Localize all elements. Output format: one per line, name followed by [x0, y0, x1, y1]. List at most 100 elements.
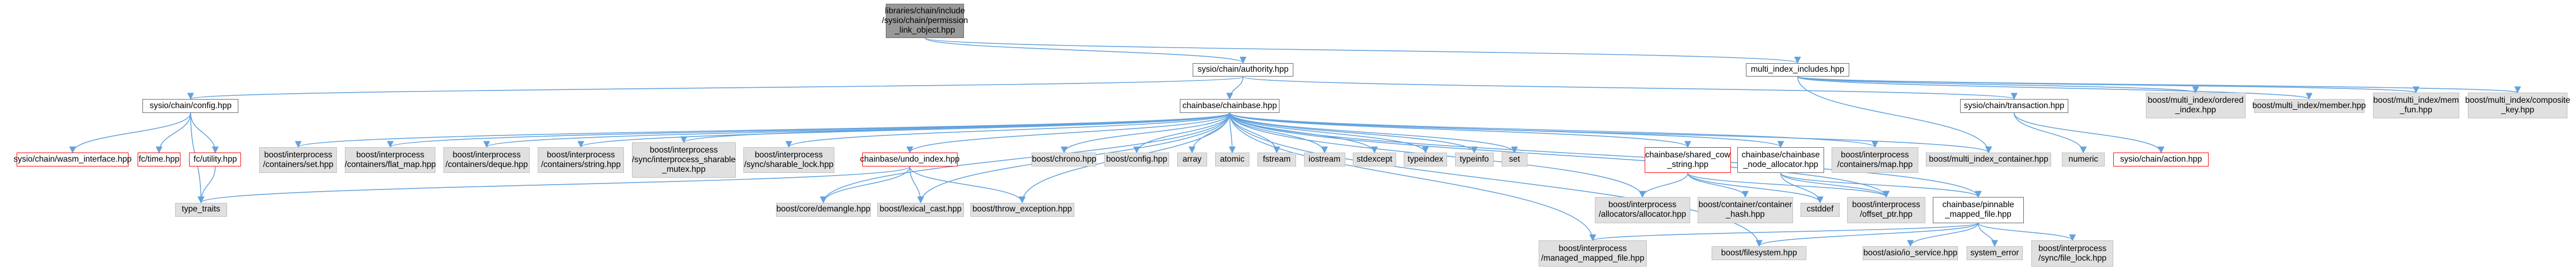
- node-typeinfo[interactable]: typeinfo: [1455, 153, 1494, 167]
- node-ip-sharable-lock[interactable]: boost/interprocess /sync/sharable_lock.h…: [743, 147, 834, 173]
- edge-chainbase-to-chrono: [1060, 112, 1230, 154]
- edge-multi_index_includes-to-member: [1797, 76, 2313, 100]
- edge-transaction-to-numeric: [2014, 112, 2087, 154]
- node-ip-sharable-mutex[interactable]: boost/interprocess /sync/interprocess_sh…: [631, 142, 736, 178]
- edge-chainbase-to-offset_ptr: [1229, 112, 1890, 198]
- edge-chainbase-to-boost_config: [1133, 112, 1230, 154]
- node-pinnable[interactable]: chainbase/pinnable _mapped_file.hpp: [1933, 197, 2024, 223]
- edge-node_allocator-to-cstddef: [1780, 173, 1824, 203]
- edge-chainbase-to-filesystem: [1229, 112, 1762, 247]
- node-stdexcept[interactable]: stdexcept: [1353, 153, 1396, 167]
- node-system-error[interactable]: system_error: [1967, 246, 2023, 260]
- node-shared-cow-string[interactable]: chainbase/shared_cow _string.hpp: [1644, 147, 1731, 173]
- node-cstddef[interactable]: cstddef: [1801, 202, 1840, 217]
- node-typeindex[interactable]: typeindex: [1404, 153, 1447, 167]
- edge-authority-to-transaction: [1242, 76, 2017, 100]
- node-node-allocator[interactable]: chainbase/chainbase _node_allocator.hpp: [1737, 147, 1824, 173]
- node-array[interactable]: array: [1177, 153, 1208, 167]
- node-type-traits[interactable]: type_traits: [175, 202, 227, 217]
- edge-chainbase-to-shared_cow_string: [1229, 112, 1691, 148]
- edge-multi_index_includes-to-composite_key: [1797, 76, 2521, 94]
- edge-chainbase-to-demangle: [820, 112, 1230, 203]
- edge-undo_index-to-throw_exception: [909, 166, 1026, 203]
- node-container-hash[interactable]: boost/container/container _hash.hpp: [1698, 197, 1793, 223]
- edge-chainbase-to-mi_container: [1229, 112, 1992, 154]
- node-ip-flat-map[interactable]: boost/interprocess /containers/flat_map.…: [345, 147, 436, 173]
- node-iostream[interactable]: iostream: [1304, 153, 1345, 167]
- edge-chainbase-to-atomic: [1229, 112, 1236, 154]
- node-ip-string[interactable]: boost/interprocess /containers/string.hp…: [537, 147, 624, 173]
- node-authority[interactable]: sysio/chain/authority.hpp: [1193, 63, 1293, 77]
- edge-node_allocator-to-offset_ptr: [1780, 172, 1890, 198]
- node-filesystem[interactable]: boost/filesystem.hpp: [1711, 246, 1807, 260]
- edge-chainbase-to-ip_sharable_mutex: [680, 112, 1230, 143]
- edge-transaction-to-action: [2014, 112, 2165, 154]
- edge-authority-to-chainbase: [1226, 77, 1244, 100]
- edge-fc_utility-to-type_traits: [197, 166, 216, 203]
- node-set[interactable]: set: [1501, 153, 1528, 167]
- node-config[interactable]: sysio/chain/config.hpp: [142, 98, 239, 113]
- edge-chainbase-to-managed_mapped: [1229, 112, 1596, 241]
- edge-multi_index_includes-to-mem_fun: [1797, 76, 2419, 94]
- edge-multi_index_includes-to-ordered_index: [1797, 76, 2199, 94]
- edge-config-to-wasm_interface: [69, 112, 191, 154]
- node-fstream[interactable]: fstream: [1257, 153, 1297, 167]
- edge-pinnable-to-system_error: [1978, 223, 1998, 247]
- edge-pinnable-to-file_lock: [1978, 223, 2076, 241]
- node-ordered-index[interactable]: boost/multi_index/ordered _index.hpp: [2145, 92, 2246, 119]
- edge-root-to-multi_index_includes: [924, 37, 1801, 64]
- edge-multi_index_includes-to-mi_container: [1797, 77, 1992, 154]
- edge-shared_cow_string-to-container_hash: [1687, 173, 1749, 198]
- node-fc-time[interactable]: fc/time.hpp: [137, 153, 181, 167]
- edge-root-to-authority: [924, 37, 1247, 64]
- node-ip-deque[interactable]: boost/interprocess /containers/deque.hpp: [443, 147, 530, 173]
- edge-shared_cow_string-to-cstddef: [1687, 173, 1824, 203]
- node-mem-fun[interactable]: boost/multi_index/mem _fun.hpp: [2372, 92, 2460, 119]
- edge-shared_cow_string-to-ip_allocator: [1639, 173, 1689, 198]
- edge-authority-to-config: [187, 76, 1244, 100]
- edge-undo_index-to-type_traits: [198, 166, 910, 203]
- edge-undo_index-to-lexical_cast: [909, 166, 924, 203]
- node-throw-exception[interactable]: boost/throw_exception.hpp: [970, 202, 1074, 217]
- node-chainbase[interactable]: chainbase/chainbase.hpp: [1180, 98, 1279, 113]
- node-chrono[interactable]: boost/chrono.hpp: [1031, 153, 1097, 167]
- node-ip-set[interactable]: boost/interprocess /containers/set.hpp: [259, 147, 337, 173]
- node-undo-index[interactable]: chainbase/undo_index.hpp: [860, 153, 960, 167]
- node-composite-key[interactable]: boost/multi_index/composite _key.hpp: [2465, 92, 2570, 119]
- edge-pinnable-to-io_service: [1907, 223, 1979, 247]
- edge-chainbase-to-pinnable: [1229, 112, 1982, 198]
- node-mi-container[interactable]: boost/multi_index_container.hpp: [1926, 153, 2052, 167]
- node-numeric[interactable]: numeric: [2061, 153, 2105, 167]
- edge-pinnable-to-managed_mapped: [1590, 222, 1979, 241]
- edge-node_allocator-to-pinnable: [1780, 172, 1982, 198]
- node-atomic[interactable]: atomic: [1215, 153, 1250, 167]
- edge-chainbase-to-set: [1229, 112, 1518, 154]
- node-transaction[interactable]: sysio/chain/transaction.hpp: [1960, 98, 2068, 113]
- edge-config-to-fc_time: [155, 112, 191, 154]
- node-file-lock[interactable]: boost/interprocess /sync/file_lock.hpp: [2031, 240, 2114, 267]
- edge-chainbase-to-undo_index: [906, 112, 1230, 154]
- edge-chainbase-to-ip_string: [577, 112, 1230, 148]
- edge-config-to-fc_utility: [190, 112, 219, 154]
- node-action[interactable]: sysio/chain/action.hpp: [2113, 153, 2209, 167]
- node-ip-allocator[interactable]: boost/interprocess /allocators/allocator…: [1595, 197, 1690, 223]
- edge-chainbase-to-ip_set: [295, 112, 1230, 148]
- node-io-service[interactable]: boost/asio/io_service.hpp: [1863, 246, 1958, 260]
- edge-chainbase-to-ip_sharable_lock: [785, 112, 1230, 148]
- node-multi-index-includes[interactable]: multi_index_includes.hpp: [1746, 63, 1849, 77]
- node-lexical-cast[interactable]: boost/lexical_cast.hpp: [877, 202, 964, 217]
- edge-shared_cow_string-to-offset_ptr: [1687, 172, 1890, 198]
- edge-undo_index-to-demangle: [820, 166, 910, 203]
- node-member[interactable]: boost/multi_index/member.hpp: [2253, 98, 2366, 113]
- node-managed-mapped[interactable]: boost/interprocess /managed_mapped_file.…: [1539, 240, 1647, 267]
- edge-chainbase-to-typeinfo: [1229, 112, 1478, 154]
- node-wasm-interface[interactable]: sysio/chain/wasm_interface.hpp: [13, 153, 132, 167]
- node-boost-config[interactable]: boost/config.hpp: [1104, 153, 1170, 167]
- node-fc-utility[interactable]: fc/utility.hpp: [189, 153, 242, 167]
- node-root[interactable]: libraries/chain/include /sysio/chain/per…: [882, 3, 968, 38]
- node-demangle[interactable]: boost/core/demangle.hpp: [775, 202, 871, 217]
- node-offset-ptr[interactable]: boost/interprocess /offset_ptr.hpp: [1847, 197, 1925, 223]
- node-ip-map[interactable]: boost/interprocess /containers/map.hpp: [1832, 147, 1918, 173]
